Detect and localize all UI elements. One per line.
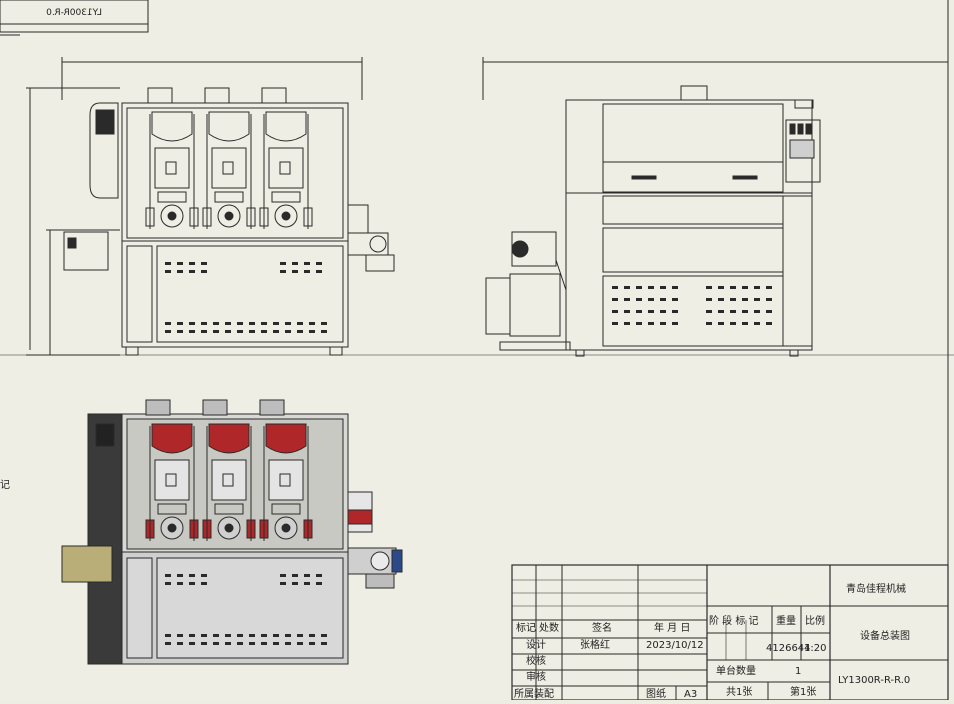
rev-header-count: 处数: [539, 621, 559, 634]
assembly-label: 所属装配: [514, 687, 554, 700]
sanding-head-3: [259, 423, 313, 541]
scale-value: 1:20: [804, 643, 826, 654]
drawing-number: LY1300R-R-R.0: [838, 675, 910, 686]
sanding-head-3: [259, 111, 313, 229]
check-label: 校核: [526, 654, 546, 667]
side-view: [482, 57, 948, 357]
company-name: 青岛佳程机械: [846, 582, 906, 595]
drawing-name: 设备总装图: [860, 629, 910, 642]
weight-header: 重量: [776, 614, 796, 627]
sheet-number: 第1张: [790, 685, 816, 698]
sanding-head-2: [202, 111, 256, 229]
rev-header-sign: 签名: [592, 621, 612, 634]
mirrored-label: LY1300R-R.0: [46, 8, 102, 18]
total-sheets: 共1张: [726, 686, 752, 698]
design-date: 2023/10/12: [646, 640, 704, 651]
title-block: 标记 处数 签名 年 月 日 设计 张格红 2023/10/12 校核 审核 所…: [511, 564, 949, 701]
scale-header: 比例: [805, 614, 825, 627]
stage-header: 阶 段 标 记: [709, 614, 759, 627]
designer-name: 张格红: [580, 638, 610, 651]
rev-header-date: 年 月 日: [654, 621, 690, 634]
unit-qty-value: 1: [795, 666, 801, 677]
colored-3d-view: [61, 399, 403, 665]
edge-note: 记: [0, 479, 10, 491]
mirrored-label-box: LY1300R-R.0: [0, 0, 149, 33]
weight-value: 4126644: [766, 643, 811, 654]
design-label: 设计: [526, 638, 546, 651]
front-view: [0, 57, 954, 356]
sanding-head-2: [202, 423, 256, 541]
rev-header-mark: 标记: [516, 622, 536, 634]
sanding-head-1: [145, 423, 199, 541]
review-label: 审核: [526, 670, 546, 683]
sanding-head-1: [145, 111, 199, 229]
unit-qty-label: 单台数量: [716, 664, 756, 677]
paper-label: 图纸: [646, 687, 666, 700]
paper-size: A3: [684, 689, 697, 700]
